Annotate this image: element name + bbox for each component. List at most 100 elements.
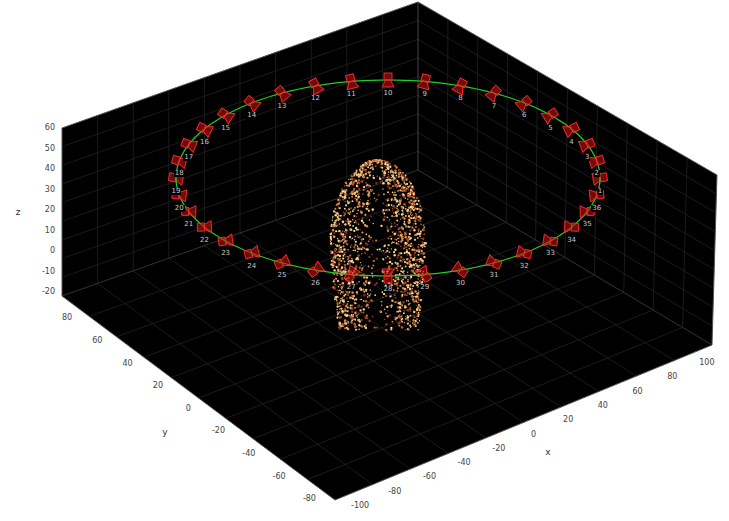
box-edge xyxy=(62,170,418,296)
tick-label: 20 xyxy=(563,416,573,424)
camera-number: 5 xyxy=(547,125,553,132)
camera-number: 13 xyxy=(277,103,288,110)
camera-number: 18 xyxy=(174,170,185,177)
camera-number: 22 xyxy=(199,237,210,244)
tick-label: 10 xyxy=(45,227,55,235)
tick-label: 20 xyxy=(45,206,55,214)
tick-label: 40 xyxy=(123,360,133,368)
camera-number: 25 xyxy=(277,272,288,279)
camera-frustum xyxy=(382,269,394,283)
camera-frustum xyxy=(273,84,291,102)
tick-label: 0 xyxy=(50,247,55,255)
camera-frustum xyxy=(180,136,197,152)
camera-frustum xyxy=(306,261,324,279)
tick-label: 40 xyxy=(45,165,55,173)
camera-frustum xyxy=(541,106,559,124)
camera-number: 3 xyxy=(584,154,590,161)
tick-label: -40 xyxy=(242,450,255,458)
tick-label: -10 xyxy=(42,268,55,276)
camera-number: 32 xyxy=(519,263,530,270)
camera-number: 8 xyxy=(457,95,463,102)
camera-number: 26 xyxy=(310,280,321,287)
camera-frustum xyxy=(579,136,596,152)
camera-number: 2 xyxy=(594,170,600,177)
tick-label: -20 xyxy=(212,427,225,435)
camera-number: 12 xyxy=(310,95,321,102)
tick-label: 100 xyxy=(699,359,714,367)
tick-label: 80 xyxy=(62,314,72,322)
tick-label: 20 xyxy=(153,382,163,390)
tick-label: -80 xyxy=(303,495,316,503)
camera-number: 10 xyxy=(383,90,394,97)
camera-frustum xyxy=(382,73,394,87)
camera-ring-back xyxy=(168,73,608,185)
tick-label: 60 xyxy=(632,388,642,396)
tick-label: 80 xyxy=(667,373,677,381)
camera-frustum xyxy=(344,73,359,90)
camera-frustum xyxy=(588,153,605,168)
camera-number: 35 xyxy=(582,221,593,228)
tick-label: -40 xyxy=(458,459,471,467)
camera-number: 16 xyxy=(199,139,210,146)
axis-label: z xyxy=(16,208,21,217)
camera-number: 17 xyxy=(183,154,194,161)
tick-label: 60 xyxy=(92,337,102,345)
camera-frustum xyxy=(417,73,432,90)
camera-number: 28 xyxy=(383,286,394,293)
camera-frustum xyxy=(564,221,579,234)
tick-label: 0 xyxy=(186,405,191,413)
camera-frustum xyxy=(342,265,360,283)
point-cloud xyxy=(329,159,427,331)
tick-label: -60 xyxy=(423,473,436,481)
tick-label: -100 xyxy=(351,502,369,510)
camera-number: 19 xyxy=(171,188,182,195)
axes-box xyxy=(62,2,717,500)
camera-number: 15 xyxy=(220,125,231,132)
grid-lines xyxy=(62,15,716,485)
camera-number: 14 xyxy=(246,112,257,119)
camera-number: 7 xyxy=(491,103,497,110)
axis-label: y xyxy=(162,428,167,437)
camera-number: 6 xyxy=(521,112,527,119)
tick-label: 50 xyxy=(45,145,55,153)
camera-number: 11 xyxy=(346,91,357,98)
camera-frustum xyxy=(416,265,434,283)
tick-label: 0 xyxy=(531,431,536,439)
camera-frustum xyxy=(218,234,234,248)
camera-frustum xyxy=(515,94,533,112)
camera-number: 21 xyxy=(183,221,194,228)
camera-number: 34 xyxy=(566,237,577,244)
tick-label: -20 xyxy=(492,445,505,453)
camera-frustum xyxy=(243,94,261,112)
camera-frustum xyxy=(516,246,533,261)
axis-label: x xyxy=(545,448,550,457)
tick-label: -80 xyxy=(388,488,401,496)
camera-number: 9 xyxy=(422,91,428,98)
camera-frustum xyxy=(273,255,291,272)
camera-frustum xyxy=(307,77,324,95)
camera-number: 24 xyxy=(246,263,257,270)
camera-frustum xyxy=(452,77,469,95)
camera-number: 30 xyxy=(455,280,466,287)
camera-number: 33 xyxy=(545,250,556,257)
camera-frustum xyxy=(485,84,503,102)
camera-frustum xyxy=(216,106,234,124)
camera-frustum xyxy=(197,221,212,234)
camera-number: 31 xyxy=(489,272,500,279)
camera-frustum xyxy=(485,255,503,272)
camera-frustum xyxy=(543,234,559,248)
tick-label: 30 xyxy=(45,186,55,194)
camera-frustum xyxy=(243,246,260,261)
camera-number: 4 xyxy=(568,139,574,146)
camera-number: 27 xyxy=(346,284,357,291)
camera-number: 36 xyxy=(591,205,602,212)
camera-frustum xyxy=(195,121,213,138)
camera-number: 1 xyxy=(597,188,603,195)
camera-frustum xyxy=(451,261,469,279)
camera-ring-front xyxy=(172,178,605,284)
tick-label: 40 xyxy=(598,402,608,410)
camera-frustum xyxy=(589,188,604,201)
tick-label: 60 xyxy=(45,124,55,132)
tick-label: -20 xyxy=(42,288,55,296)
